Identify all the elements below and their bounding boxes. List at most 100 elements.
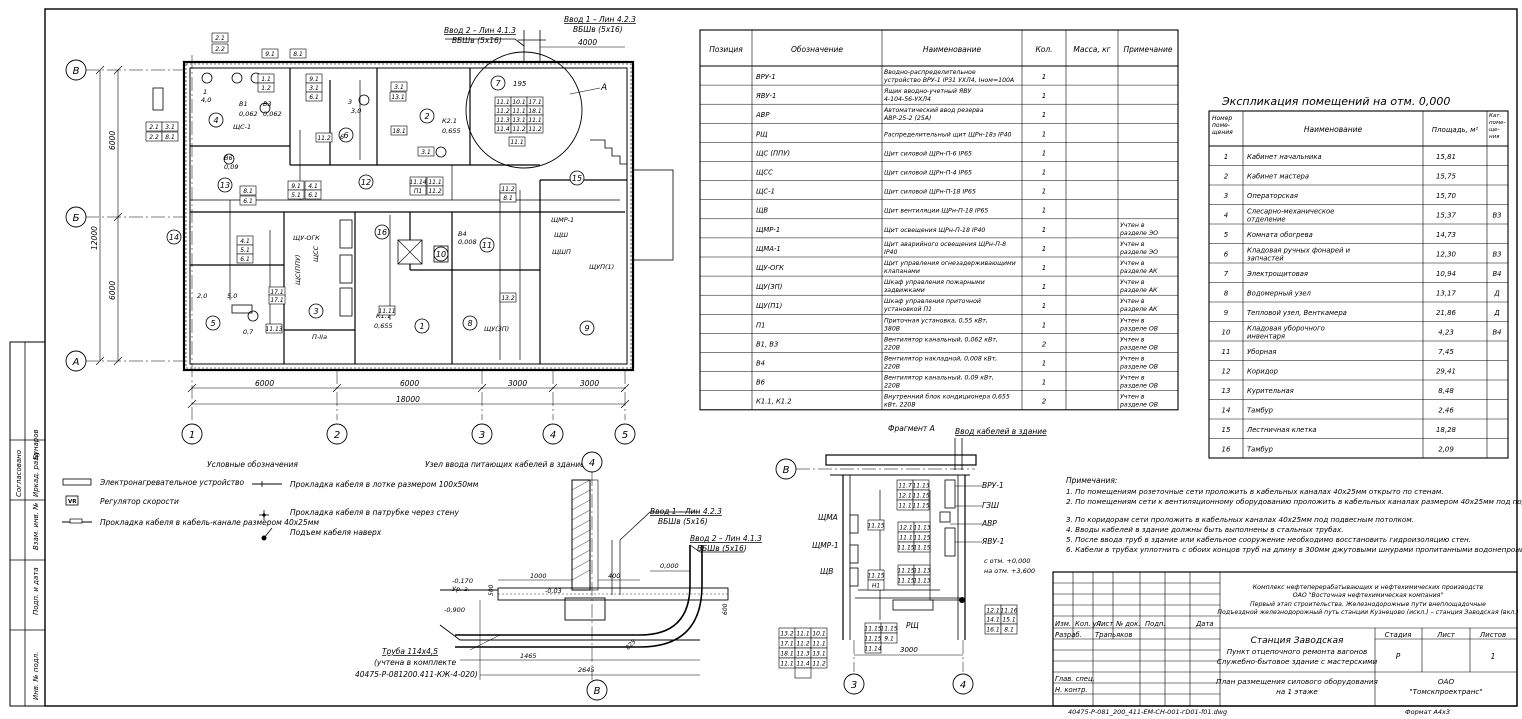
spec-name: 220В (884, 383, 900, 390)
dim-h-3: 3000 (580, 379, 599, 388)
axis-row-a: А (72, 357, 80, 368)
input2-cable: ВБШв (5х16) (452, 36, 502, 45)
room-category: В4 (1493, 270, 1502, 278)
room-number-circle (358, 174, 374, 190)
plan-label: 5,0 (227, 292, 237, 300)
footer-format: Формат А4х3 (1405, 708, 1450, 716)
node-pipe1: Труба 114х4,5 (382, 647, 438, 656)
stamp-title3: Служебно-бытовое здание с мастерскими (1217, 657, 1378, 666)
cable-tag-text: 5.1 (291, 192, 301, 199)
fragment-a: Фрагмент А Ввод кабелей в здание В (775, 424, 1047, 695)
spec-pos: ЩМА-1 (756, 245, 781, 253)
plan-label: К2.1 (442, 117, 457, 125)
axis-col-2: 2 (334, 430, 340, 441)
room-name: Электрощитовая (1246, 270, 1308, 278)
notes-title: Примечания: (1066, 476, 1117, 485)
fragment-tag-text: 11.13 (912, 483, 929, 490)
rooms-header-num: щения (1212, 129, 1233, 136)
stamp-org3: Первый этап строительства. Железнодорожн… (1250, 601, 1486, 608)
room-num: 10 (1222, 329, 1231, 337)
plan-label: К1.1 (376, 312, 391, 320)
stamp-title2: Пункт отцепочного ремонта вагонов (1227, 647, 1368, 656)
room-num: 7 (1224, 270, 1229, 278)
room-name: Лестничная клетка (1246, 426, 1317, 434)
spec-qty: 2 (1042, 398, 1047, 406)
rooms-header-area: Площадь, м² (1432, 126, 1479, 134)
spec-name: Внутренний блок кондиционера 0,655 (884, 393, 1010, 401)
cable-tag-text: 2.2 (215, 46, 225, 53)
cable-tag-text: 9.1 (309, 76, 319, 83)
spec-row: ЩУ(ЗП)Шкаф управления пожарнымизадвижкам… (756, 279, 1158, 294)
legend-item-3: Прокладка кабеля в лотке размером 100х50… (290, 480, 479, 489)
room-number: 12 (361, 178, 371, 187)
spec-name: клапанами (884, 268, 920, 275)
fragment-tag-text: 13.2 (780, 631, 794, 638)
spec-name: Приточная установка, 0,55 кВт, (884, 317, 988, 324)
spec-qty: 1 (1042, 188, 1046, 196)
room-number-circle (479, 237, 495, 253)
fragment-tag-text: 13.1 (812, 651, 825, 658)
stamp-h-list: Лист (1095, 620, 1114, 628)
stamp-h-kol: Кол. уч. (1075, 620, 1103, 628)
spec-name: Шкаф управления приточной (884, 298, 981, 305)
spec-note: разделе ЭО (1119, 249, 1158, 256)
fragment-tag-text: 10.1 (812, 631, 825, 638)
cable-tag-text: 18.1 (528, 108, 541, 115)
cable-tag-text: 11.2 (428, 188, 442, 195)
spec-name: задвижками (884, 287, 925, 294)
room-number-circle (166, 229, 182, 245)
spec-qty: 1 (1042, 264, 1046, 272)
fragment-tag-text: 9.1 (884, 636, 894, 643)
room-name: Водомерный узел (1247, 290, 1312, 298)
spec-pos: ВРУ-1 (756, 73, 776, 81)
note-1: 1. По помещениям розеточные сети проложи… (1066, 487, 1444, 496)
room-num: 9 (1224, 309, 1229, 317)
plan-label: В3 (263, 100, 272, 108)
room-num: 16 (1222, 446, 1231, 454)
cable-tag-text: 3.1 (309, 85, 319, 92)
spec-name: 4-104-56-УХЛ4 (884, 96, 931, 103)
plan-label: ЩШ (554, 231, 568, 239)
spec-row: ВРУ-1Вводно-распределительноеустройство … (756, 69, 1046, 84)
spec-header: Обозначение (791, 45, 843, 54)
spec-pos: ЩМР-1 (756, 226, 780, 234)
room-area: 15,70 (1436, 192, 1457, 200)
cable-tag (239, 195, 257, 206)
spec-qty: 1 (1042, 379, 1046, 387)
cable-tag-text: 17.1 (270, 297, 283, 304)
spec-name: Вентилятор канальный, 0,062 кВт, (884, 336, 998, 343)
stamp-listov: Листов (1479, 631, 1506, 639)
rooms-header-cat: поме- (1489, 120, 1505, 126)
room-number: 11 (482, 241, 492, 250)
room-name: Уборная (1247, 348, 1277, 356)
plan-label: ЩС-1 (233, 123, 251, 131)
room-area: 8,48 (1438, 387, 1454, 395)
spec-qty: 1 (1042, 302, 1046, 310)
cable-tag-text: 10.1 (512, 99, 525, 106)
room-area: 15,37 (1436, 212, 1457, 220)
cable-tag (257, 82, 275, 93)
dim-v-0: 6000 (108, 131, 117, 150)
spec-pos: В6 (756, 379, 766, 387)
legend-item-2: Прокладка кабеля в кабель-канале размеро… (100, 518, 319, 527)
spec-name: Щит силовой ЩРн-П-18 IP65 (884, 189, 976, 196)
room-name: Коридор (1247, 368, 1278, 376)
fragment-axis-v: В (783, 465, 790, 476)
spec-header: Кол. (1035, 45, 1052, 54)
plan-label: ЩШП (552, 248, 571, 256)
spec-name: Щит силовой ЩРн-П-6 IP65 (884, 150, 972, 157)
stamp-razrab-name: Трапьяков (1095, 631, 1132, 639)
fragment-tag (864, 642, 882, 654)
room-number: 15 (572, 174, 582, 183)
fragment-tag-text: 11.2 (812, 661, 826, 668)
cable-tag (236, 253, 254, 264)
rooms-header-cat: Кат. (1489, 113, 1501, 119)
cable-tag-text: 4.1 (308, 183, 318, 190)
